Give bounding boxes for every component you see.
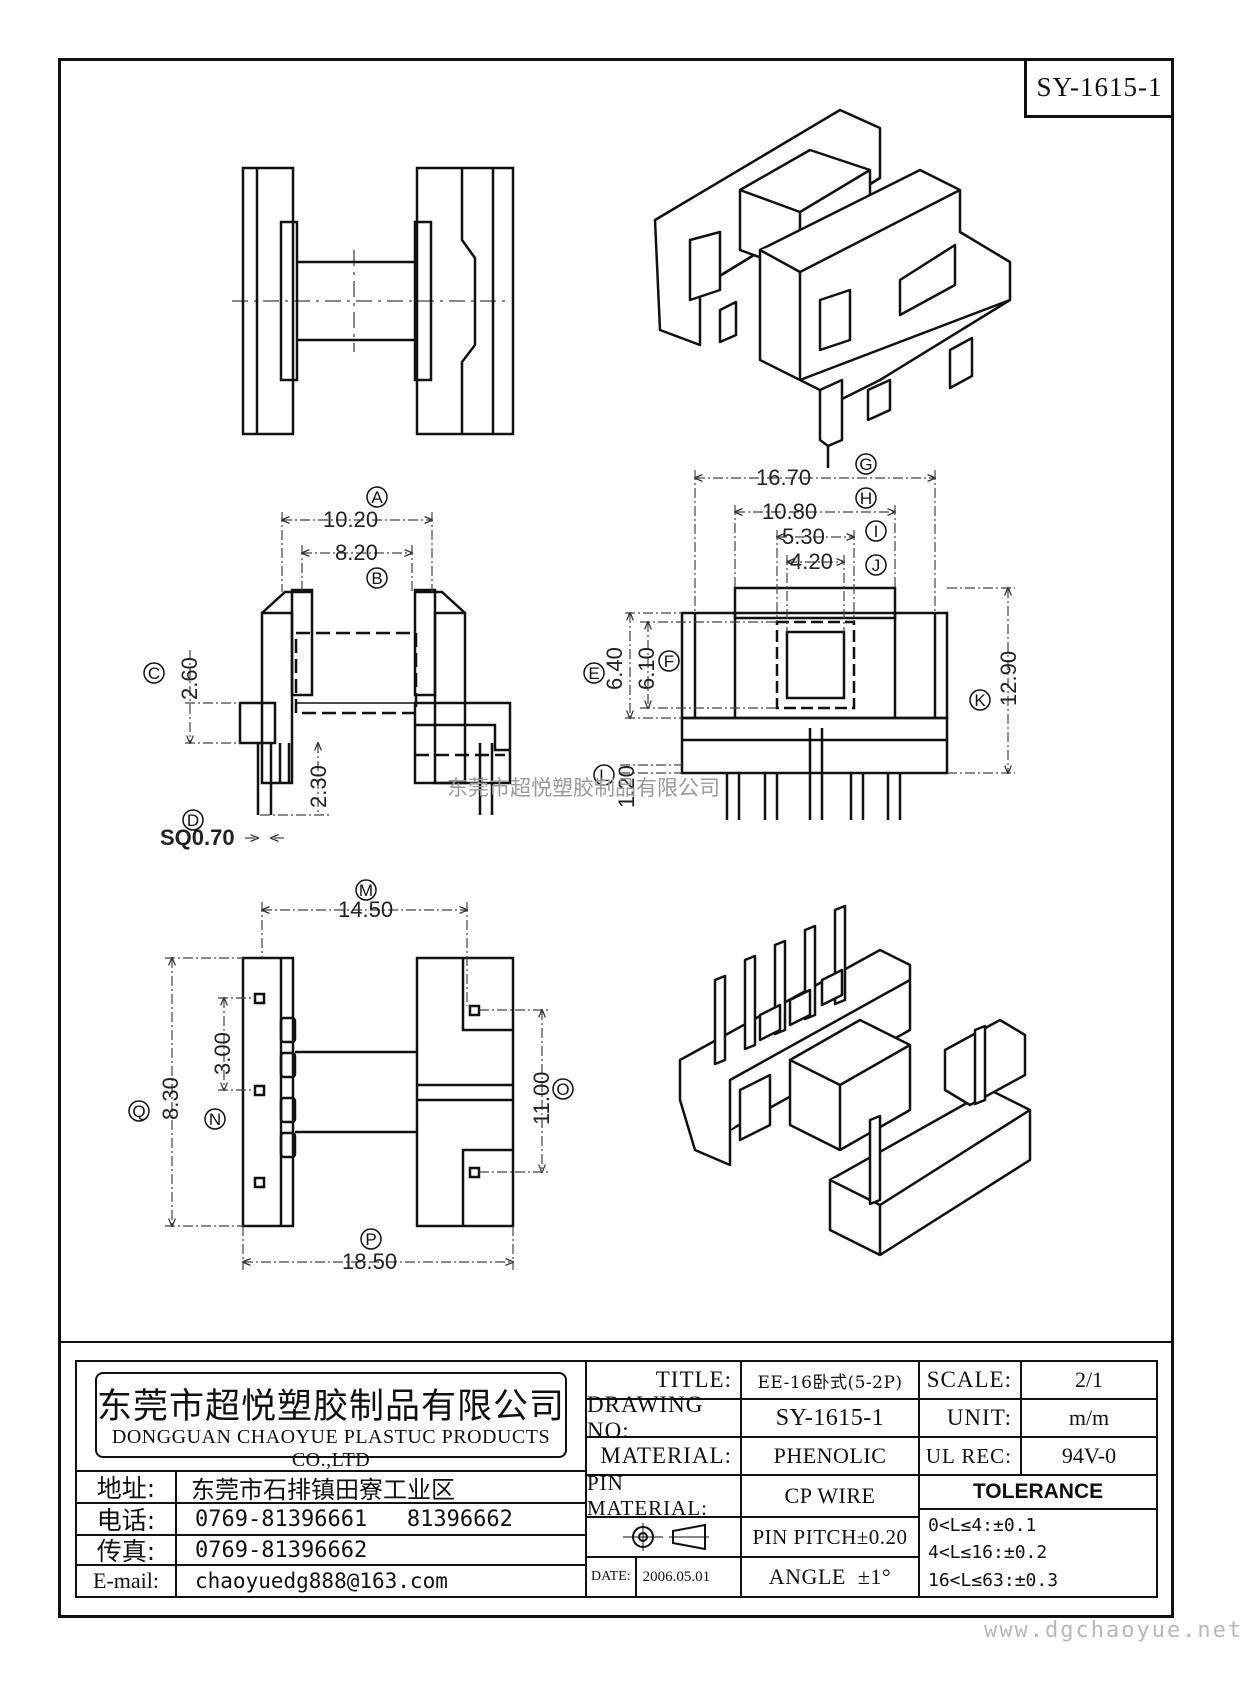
dim-f-value: 6.10: [634, 647, 659, 690]
title-block: 东莞市超悦塑胶制品有限公司 DONGGUAN CHAOYUE PLASTUC P…: [75, 1360, 1158, 1598]
side-view: [680, 586, 949, 820]
callout-b: B: [371, 569, 382, 588]
callout-h: H: [860, 489, 872, 508]
website-url: www.dgchaoyue.net: [984, 1618, 1241, 1643]
company-name-cn: 东莞市超悦塑胶制品有限公司: [97, 1387, 566, 1427]
callout-f: F: [664, 652, 674, 671]
dim-k-value: 12.90: [996, 651, 1021, 706]
ul-rec-label: UL REC:: [920, 1438, 1022, 1476]
callout-n: N: [209, 1110, 221, 1129]
dim-g-value: 16.70: [756, 465, 811, 490]
phone-label: 电话:: [77, 1504, 177, 1536]
dim-p-value: 18.50: [342, 1249, 397, 1274]
drawing-no-label: DRAWING NO:: [587, 1392, 742, 1443]
dim-a-value: 10.20: [323, 507, 378, 532]
isometric-view-bottom: [678, 904, 1032, 1257]
address-label: 地址:: [77, 1472, 177, 1504]
callout-c: C: [148, 664, 160, 683]
title-label: TITLE:: [587, 1362, 742, 1400]
company-cell: 东莞市超悦塑胶制品有限公司 DONGGUAN CHAOYUE PLASTUC P…: [77, 1362, 587, 1472]
material-value: PHENOLIC: [742, 1438, 920, 1476]
angle-tolerance: ANGLE ±1°: [742, 1558, 920, 1596]
callout-j: J: [872, 556, 881, 575]
phone-value: 0769-81396661 81396662: [177, 1504, 587, 1536]
dim-m-value: 14.50: [338, 897, 393, 922]
dim-l-value: 1.20: [614, 765, 639, 808]
drawing-number-box: SY-1615-1: [1024, 60, 1172, 118]
tolerance-heading: TOLERANCE: [920, 1476, 1156, 1510]
callout-i: I: [874, 522, 879, 541]
callout-a: A: [371, 488, 383, 507]
fax-value: 0769-81396662: [177, 1536, 587, 1566]
pin-material-value: CP WIRE: [742, 1476, 920, 1518]
dimension-callouts: [128, 453, 991, 1250]
dim-e-value: 6.40: [602, 647, 627, 690]
dim-q-value: 8.30: [158, 1077, 183, 1120]
top-view: [232, 166, 515, 436]
dimension-lines: [165, 470, 1015, 1270]
address-value: 东莞市石排镇田寮工业区: [177, 1472, 587, 1504]
dim-h-value: 10.80: [762, 499, 817, 524]
dim-c-value: 2.60: [177, 657, 202, 700]
callout-p: P: [365, 1230, 376, 1249]
isometric-view-top: [653, 108, 1012, 468]
front-view: [238, 588, 512, 815]
drawing-frame: [58, 58, 1174, 1618]
company-name-en: DONGGUAN CHAOYUE PLASTUC PRODUCTS CO.,LT…: [111, 1426, 551, 1471]
tolerance-item: 4<L≤16:±0.2: [928, 1542, 1048, 1563]
drawing-no-value: SY-1615-1: [742, 1400, 920, 1438]
company-logo-box: 东莞市超悦塑胶制品有限公司 DONGGUAN CHAOYUE PLASTUC P…: [95, 1372, 567, 1471]
email-label: E-mail:: [77, 1566, 177, 1596]
callout-m: M: [359, 881, 373, 900]
scale-value: 2/1: [1022, 1362, 1156, 1400]
email-value: chaoyuedg888@163.com: [177, 1566, 587, 1596]
dim-i-value: 5.30: [782, 524, 825, 549]
pin-material-label: PIN MATERIAL:: [587, 1471, 742, 1520]
dim-o-value: 11.00: [529, 1072, 554, 1125]
material-label: MATERIAL:: [587, 1438, 742, 1476]
callout-l: L: [599, 766, 608, 785]
callout-k: K: [974, 691, 986, 710]
dim-b-value: 8.20: [335, 540, 378, 565]
callout-o: O: [556, 1080, 569, 1099]
bottom-view: [241, 956, 515, 1228]
pin-pitch: PIN PITCH±0.20: [742, 1518, 920, 1558]
dimension-callout-letters: A B C D G H I J E F K L M N O P Q: [132, 455, 986, 1249]
unit-value: m/m: [1022, 1400, 1156, 1438]
title-value: EE-16卧式(5-2P): [742, 1362, 920, 1400]
date-cell: DATE: 2006.05.01: [587, 1558, 742, 1596]
dim-pin-length-value: 2.30: [306, 765, 331, 808]
dim-n-value: 3.00: [210, 1032, 235, 1075]
drawing-number: SY-1615-1: [1036, 72, 1163, 102]
callout-d: D: [187, 811, 199, 830]
ul-rec-value: 94V-0: [1022, 1438, 1156, 1476]
tolerance-item: 0<L≤4:±0.1: [928, 1515, 1037, 1536]
first-angle-projection-icon: [622, 1523, 709, 1551]
callout-e: E: [588, 664, 599, 683]
fax-label: 传真:: [77, 1536, 177, 1566]
callout-q: Q: [132, 1102, 145, 1121]
projection-symbol: [587, 1518, 742, 1558]
callout-g: G: [859, 455, 872, 474]
scale-label: SCALE:: [920, 1362, 1022, 1400]
date-label: DATE:: [587, 1558, 637, 1596]
tolerance-item: 16<L≤63:±0.3: [928, 1569, 1059, 1591]
date-value: 2006.05.01: [642, 1568, 711, 1585]
watermark-text: 东莞市超悦塑胶制品有限公司: [447, 776, 720, 800]
unit-label: UNIT:: [920, 1400, 1022, 1438]
dimension-labels: 10.20 8.20 2.60 2.30 SQ0.70 16.70 10.80 …: [158, 465, 1021, 1274]
dim-j-value: 4.20: [790, 549, 833, 574]
